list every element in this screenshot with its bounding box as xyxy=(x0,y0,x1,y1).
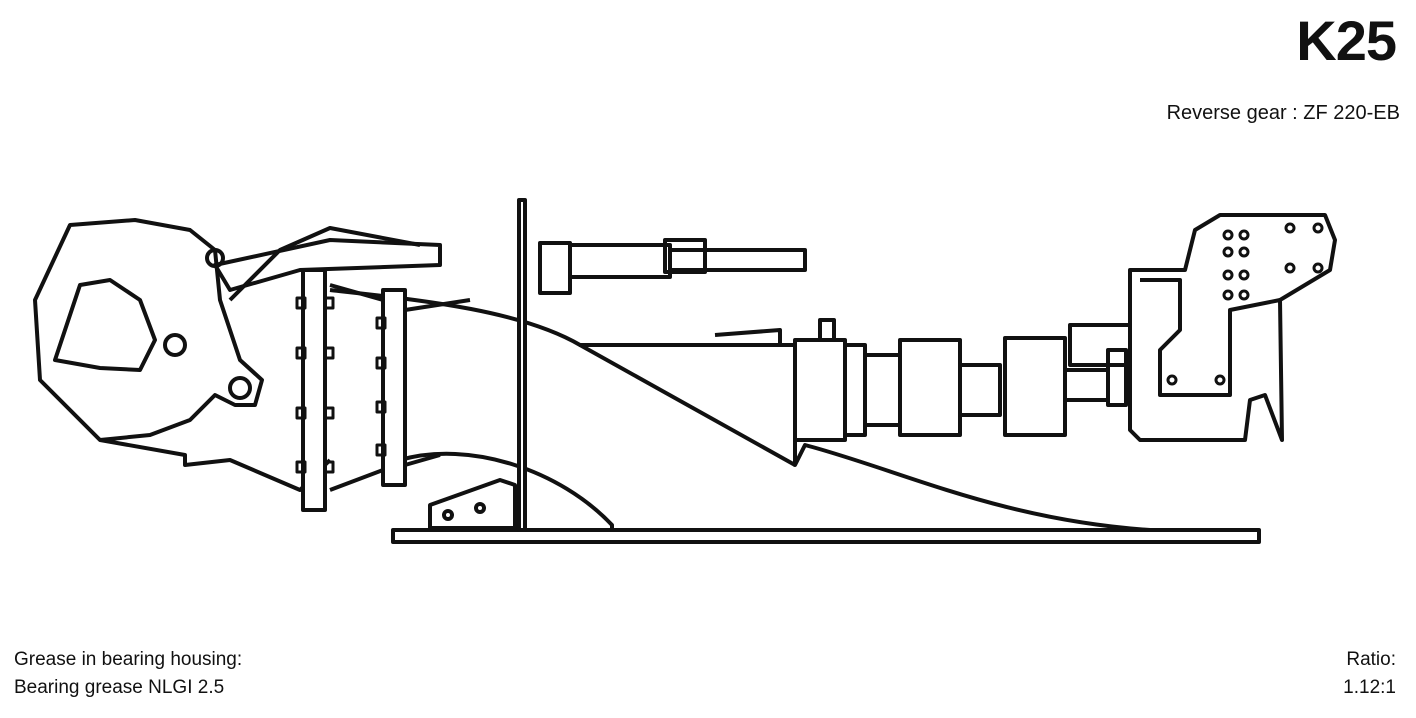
grease-label: Grease in bearing housing: xyxy=(14,649,243,670)
intake-bracket xyxy=(428,478,517,530)
ratio-label: Ratio: xyxy=(1346,649,1396,670)
ratio-value: 1.12:1 xyxy=(1343,677,1396,698)
reverse-bucket xyxy=(33,218,264,442)
coupling-1 xyxy=(898,338,962,437)
grease-value: Bearing grease NLGI 2.5 xyxy=(14,677,225,698)
flange-1 xyxy=(301,268,327,512)
coupling-2 xyxy=(1003,336,1067,437)
flange-2 xyxy=(381,288,407,487)
model-title: K25 xyxy=(1296,9,1397,72)
control-rod xyxy=(538,241,572,295)
steering-cylinder xyxy=(213,238,442,292)
transom-plate xyxy=(517,198,527,532)
reverse-gearbox xyxy=(1128,213,1337,442)
reverse-gear-label: Reverse gear : ZF 220-EB xyxy=(1166,102,1400,124)
intake-duct xyxy=(329,288,1259,532)
base-plate xyxy=(391,528,1261,544)
